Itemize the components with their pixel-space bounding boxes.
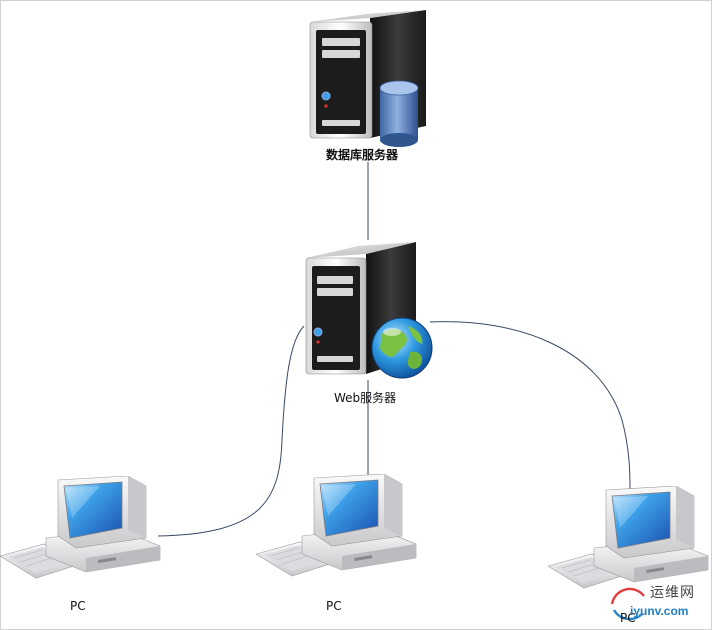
- web-server-icon: [305, 242, 416, 375]
- edge-web-pc-left: [157, 325, 305, 537]
- watermark-logo-icon: [610, 587, 645, 621]
- pc-center-icon: [256, 474, 417, 577]
- pc-right-label: PC: [620, 611, 636, 625]
- pc-left-icon: [0, 476, 161, 579]
- connections: [157, 162, 631, 537]
- database-cylinder-icon: [379, 80, 419, 147]
- pc-left-label: PC: [70, 599, 86, 613]
- globe-icon: [371, 317, 433, 379]
- pc-right-icon: [548, 486, 709, 589]
- pc-center-label: PC: [326, 599, 342, 613]
- edge-web-pc-right: [429, 321, 631, 491]
- db-server-label: 数据库服务器: [326, 148, 399, 162]
- watermark-url-text: iyunv.com: [630, 604, 689, 618]
- watermark-cn-text: 运维网: [650, 585, 695, 601]
- web-server-label: Web服务器: [334, 391, 397, 405]
- watermark: 运维网 iyunv.com: [606, 580, 710, 626]
